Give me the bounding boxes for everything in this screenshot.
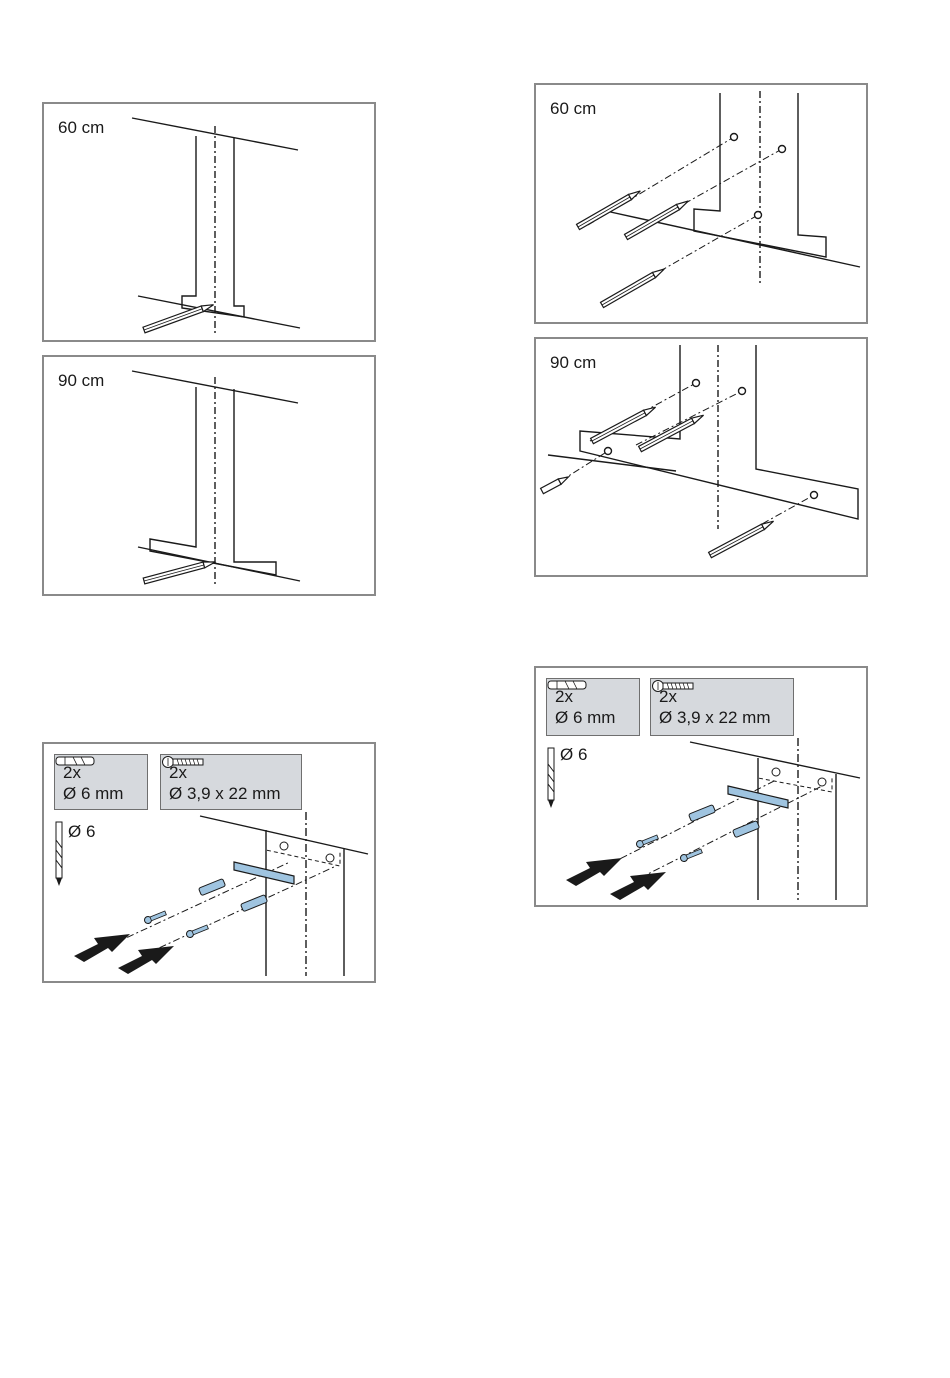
screw-icon xyxy=(679,848,702,863)
screw-icon xyxy=(161,755,207,769)
screw-icon xyxy=(635,834,658,849)
panel-left-mounting: Ø 6 2x Ø 6 mm 2x Ø 3,9 x 22 mm xyxy=(42,742,376,983)
screw-size: Ø 3,9 x 22 mm xyxy=(659,707,785,728)
drill-bit-icon xyxy=(56,822,62,886)
pencil-icon xyxy=(625,198,690,239)
wall-plug-icon xyxy=(241,895,268,912)
plug-size: Ø 6 mm xyxy=(555,707,631,728)
drill-size-label: Ø 6 xyxy=(560,745,587,765)
screw-icon xyxy=(143,910,166,925)
screw-spec: 2x Ø 3,9 x 22 mm xyxy=(650,678,794,736)
panel-left-60cm: 60 cm xyxy=(42,102,376,342)
panel-right-mounting: Ø 6 2x Ø 6 mm 2x Ø 3,9 x 22 mm xyxy=(534,666,868,907)
screw-icon xyxy=(651,679,697,693)
screw-spec: 2x Ø 3,9 x 22 mm xyxy=(160,754,302,810)
pencil-icon xyxy=(143,559,216,584)
pencil-icon xyxy=(577,188,642,229)
pencil-icon xyxy=(541,474,570,493)
pencil-icon xyxy=(591,405,657,444)
push-arrow-icon xyxy=(118,946,174,974)
pencil-icon xyxy=(639,413,705,452)
marking-diagram xyxy=(536,85,866,322)
wall-plug-icon xyxy=(547,679,589,691)
wall-plug-icon xyxy=(733,821,760,838)
pencil-icon xyxy=(601,266,666,307)
pencil-icon xyxy=(709,519,775,558)
plug-size: Ø 6 mm xyxy=(63,783,139,804)
panel-left-90cm: 90 cm xyxy=(42,355,376,596)
marking-diagram xyxy=(44,357,374,594)
wall-plug-spec: 2x Ø 6 mm xyxy=(54,754,148,810)
mounting-rail-icon xyxy=(234,862,294,884)
panel-right-90cm: 90 cm xyxy=(534,337,868,577)
push-arrow-icon xyxy=(566,858,622,886)
push-arrow-icon xyxy=(610,872,666,900)
wall-plug-icon xyxy=(55,755,97,767)
drill-bit-icon xyxy=(548,748,554,808)
wall-plug-icon xyxy=(199,879,226,896)
marking-diagram xyxy=(44,104,374,340)
wall-plug-spec: 2x Ø 6 mm xyxy=(546,678,640,736)
panel-right-60cm: 60 cm xyxy=(534,83,868,324)
screw-size: Ø 3,9 x 22 mm xyxy=(169,783,293,804)
drill-size-label: Ø 6 xyxy=(68,822,95,842)
screw-icon xyxy=(185,924,208,939)
push-arrow-icon xyxy=(74,934,130,962)
marking-diagram xyxy=(536,339,866,575)
wall-plug-icon xyxy=(689,805,716,822)
pencil-icon xyxy=(143,302,215,333)
